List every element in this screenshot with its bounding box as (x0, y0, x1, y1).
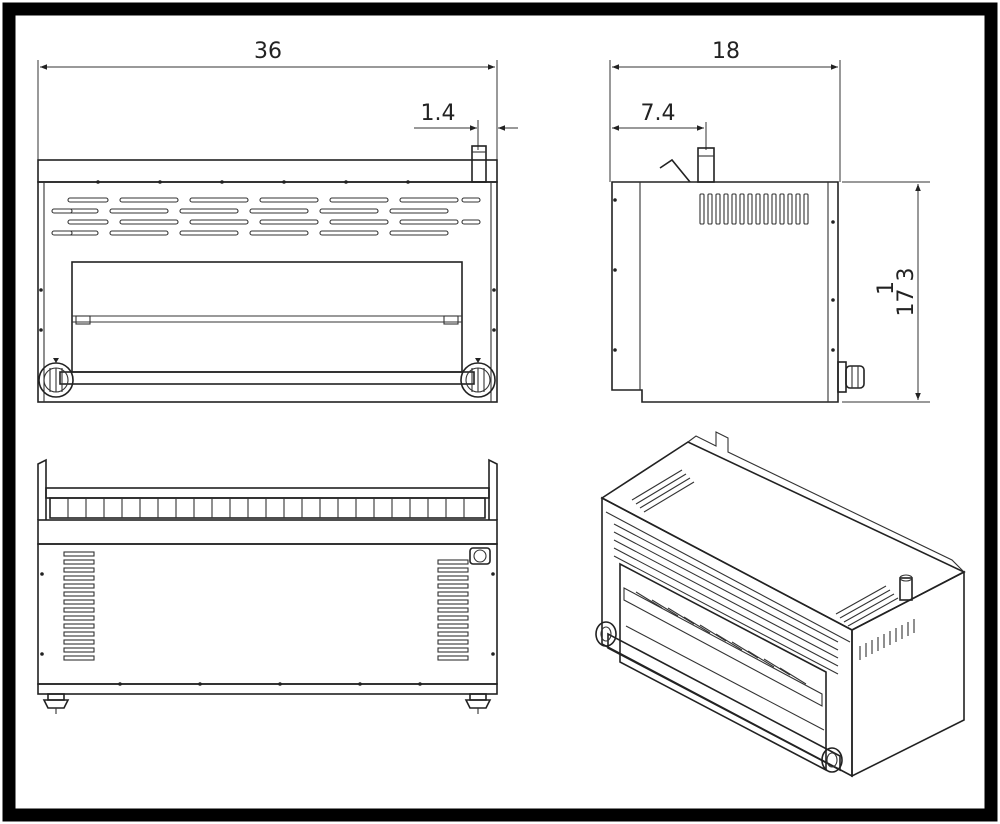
left-knob (38, 358, 74, 398)
iso-knob-right (821, 747, 843, 773)
dimension-label-side-depth: 18 (712, 39, 740, 64)
iso-gas-inlet (899, 574, 913, 601)
iso-front-vents (613, 523, 839, 675)
dimension-label-burner-offset: 1.4 (421, 101, 456, 126)
dimension-side-depth: 18 (609, 39, 841, 182)
dimension-front-width: 36 (37, 39, 498, 160)
dimension-label-side-height: 17 3 (894, 268, 919, 317)
rear-vent-left (63, 551, 95, 661)
rear-foot-right (464, 693, 492, 714)
dimension-label-side-offset: 7.4 (641, 101, 676, 126)
side-view: 18 7.4 17 3 1 (609, 39, 930, 403)
side-vent-slots (699, 193, 809, 225)
dimension-side-offset: 7.4 (612, 101, 707, 150)
iso-side-vents (859, 619, 915, 660)
iso-top-vents (631, 469, 899, 627)
dimension-label-side-height-fraction: 1 (874, 281, 899, 295)
isometric-view (595, 431, 966, 778)
rear-view (37, 458, 498, 714)
rear-foot-left (42, 693, 70, 714)
right-knob (460, 358, 496, 398)
front-view: 36 1.4 (37, 39, 518, 403)
rear-vent-right (437, 559, 469, 661)
side-knob (837, 361, 865, 393)
dimension-burner-offset: 1.4 (414, 101, 518, 150)
rear-gas-connection (469, 547, 491, 565)
front-vent-slots (51, 197, 481, 236)
iso-knob-left (595, 621, 617, 647)
dimension-label-front-width: 36 (254, 39, 282, 64)
dimension-side-height: 17 3 1 (842, 181, 930, 403)
